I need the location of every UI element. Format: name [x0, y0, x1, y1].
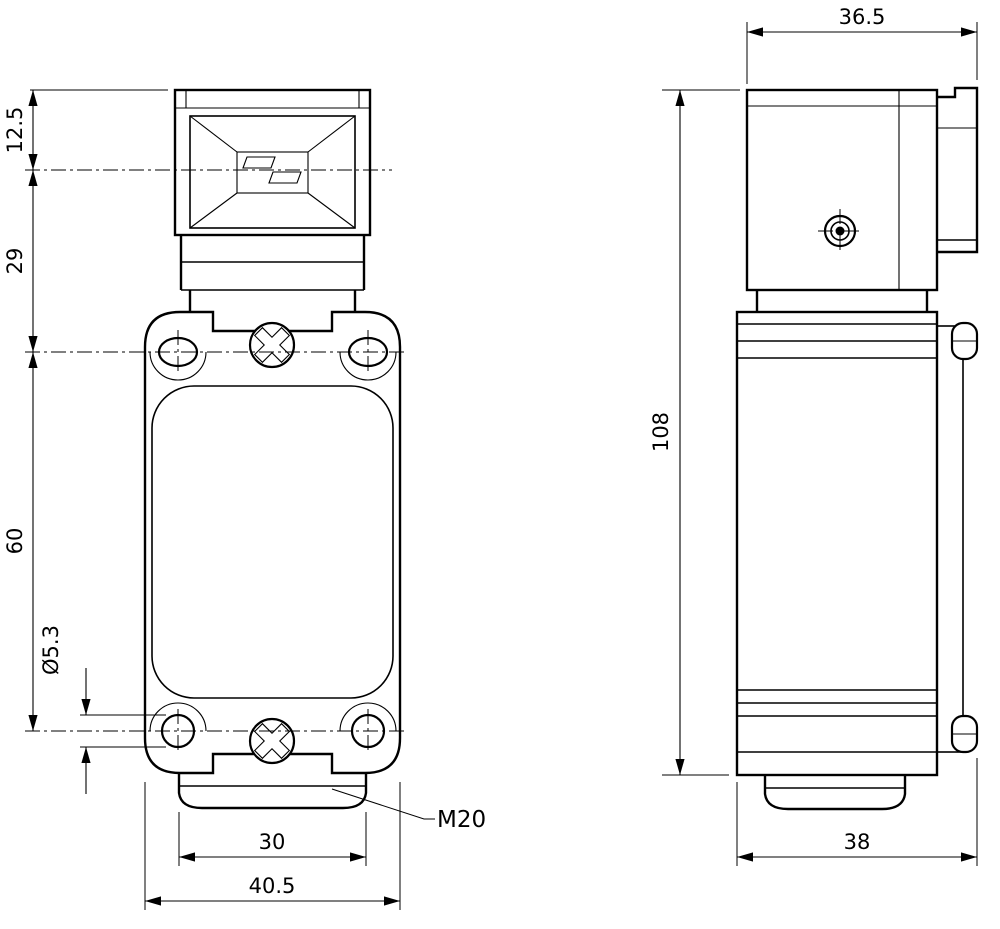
- phillips-screw: [248, 321, 296, 369]
- key-shutter: [242, 156, 276, 169]
- side-gland-cap: [763, 775, 907, 811]
- dim-label-29: 29: [3, 248, 27, 275]
- dim-label-36-5: 36.5: [839, 5, 886, 29]
- dim-label-60: 60: [3, 528, 27, 555]
- lobe-arc: [149, 351, 207, 381]
- lobe-arc: [339, 351, 397, 381]
- side-body: [735, 310, 979, 777]
- side-view: [735, 86, 979, 811]
- lobe-arc: [149, 702, 207, 732]
- front-view-dimensions: 12.5 29 60 Ø5.3 30 40.5 M20: [3, 89, 486, 910]
- dim-label-108: 108: [649, 412, 673, 452]
- cover-outline: [151, 385, 394, 699]
- key-shutter: [268, 171, 302, 184]
- thread-label-m20: M20: [437, 807, 486, 833]
- dim-label-38: 38: [844, 830, 871, 854]
- side-head: [745, 86, 979, 312]
- side-rail: [936, 325, 964, 753]
- dim-label-40-5: 40.5: [249, 874, 296, 898]
- side-view-dimensions: 36.5 108 38: [649, 5, 978, 866]
- phillips-screw: [248, 717, 296, 765]
- lobe-arc: [339, 702, 397, 732]
- m20-leader-line: [331, 788, 435, 820]
- centerlines: [25, 169, 408, 753]
- dim-label-12-5: 12.5: [3, 107, 27, 154]
- dim-label-30: 30: [259, 830, 286, 854]
- body-outline: [143, 310, 402, 775]
- dim-label-hole-dia: Ø5.3: [39, 625, 63, 675]
- front-view: [25, 88, 408, 810]
- switch-head: [173, 88, 372, 312]
